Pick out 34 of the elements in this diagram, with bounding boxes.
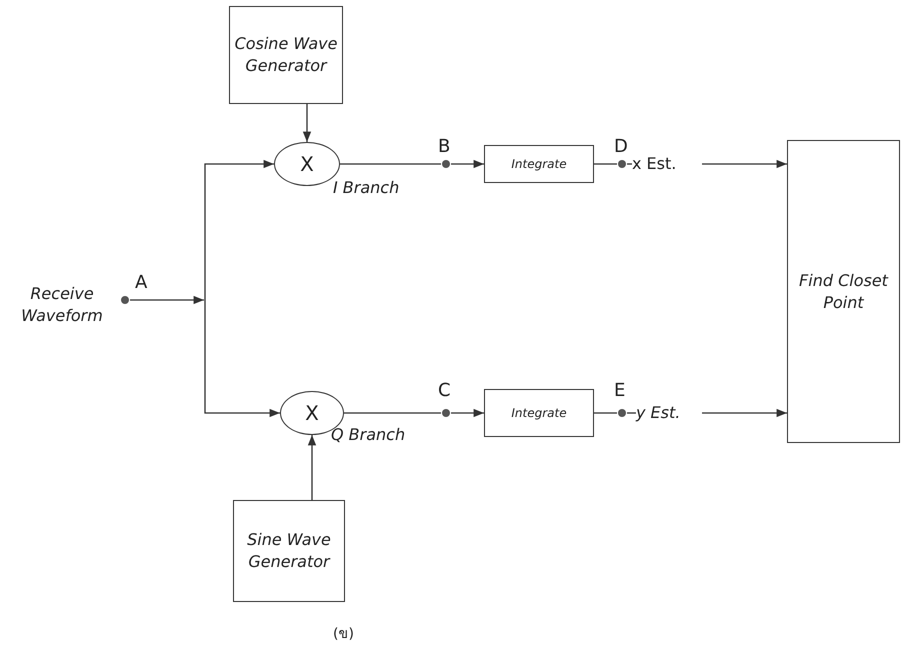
connector-line <box>344 412 441 414</box>
process-box: Find Closet Point <box>787 140 900 443</box>
node-text: y Est. <box>636 401 702 425</box>
arrow <box>204 300 280 418</box>
connector-line <box>340 163 441 165</box>
process-box: Integrate <box>484 389 594 437</box>
connector-line <box>594 163 617 165</box>
junction-dot <box>442 409 450 417</box>
arrow <box>308 435 316 500</box>
point-letter: E <box>614 380 626 401</box>
arrow <box>451 408 484 418</box>
node-text: Receive Waveform <box>14 281 110 329</box>
arrow <box>702 408 787 418</box>
connector-line <box>627 412 636 414</box>
junction-dot <box>442 160 450 168</box>
junction-dot <box>618 160 626 168</box>
junction-dot <box>121 296 129 304</box>
caption: (ข) <box>333 625 354 644</box>
arrow <box>130 296 204 304</box>
node-text: x Est. <box>632 152 702 176</box>
arrow <box>451 160 484 168</box>
point-letter: A <box>135 272 148 293</box>
junction-dot <box>618 409 626 417</box>
point-letter: D <box>614 136 628 157</box>
arrow <box>204 160 274 300</box>
process-box: Cosine Wave Generator <box>229 6 343 104</box>
process-box: Integrate <box>484 145 594 183</box>
point-letter: C <box>438 380 451 401</box>
arrow <box>302 104 312 142</box>
connector-line <box>627 163 632 165</box>
process-box: Sine Wave Generator <box>233 500 345 602</box>
arrow <box>702 160 787 168</box>
point-letter: B <box>438 136 450 157</box>
connector-line <box>594 412 617 414</box>
